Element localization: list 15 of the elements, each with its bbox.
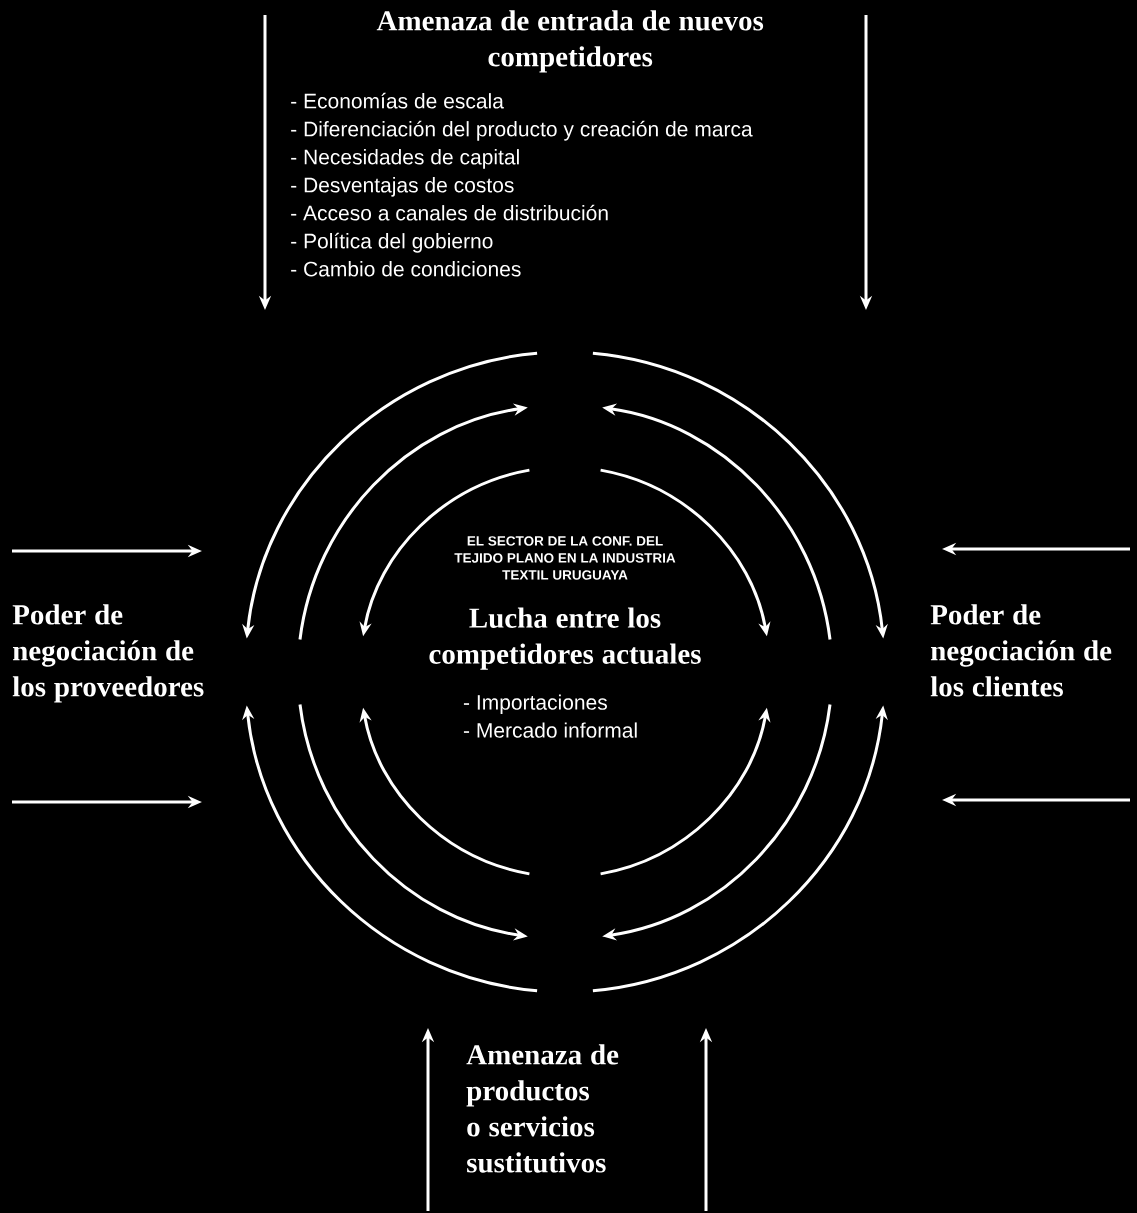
bullet-item: - Mercado informal — [463, 722, 637, 738]
bullet-item: - Necesidades de capital — [291, 149, 519, 169]
center-label: Lucha entre los competidores actuales — [429, 607, 701, 670]
bullet-item: - Cambio de condiciones — [291, 261, 521, 277]
force-label: Poder de negociación de los proveedores — [12, 604, 204, 703]
bullet-item: - Acceso a canales de distribución — [291, 204, 608, 221]
force-label: Amenaza de productos o servicios sustitutivos — [466, 1044, 619, 1173]
force-label: Poder de negociación de los clientes — [930, 604, 1112, 697]
bullet-item: - Importaciones — [463, 694, 607, 714]
bullet-item: - Política del gobierno — [291, 232, 493, 253]
bullet-item: - Desventajas de costos — [291, 177, 514, 197]
heading: Amenaza de entrada de nuevos competidores — [376, 10, 764, 73]
bullet-item: - Diferenciación del producto y creación de marca — [291, 120, 753, 141]
sector-heading: EL SECTOR DE LA CONF. DEL TEJIDO PLANO EN LA INDUSTRIA TEXTIL URUGUAYA — [454, 536, 676, 580]
bullet-item: - Economías de escala — [291, 92, 504, 109]
